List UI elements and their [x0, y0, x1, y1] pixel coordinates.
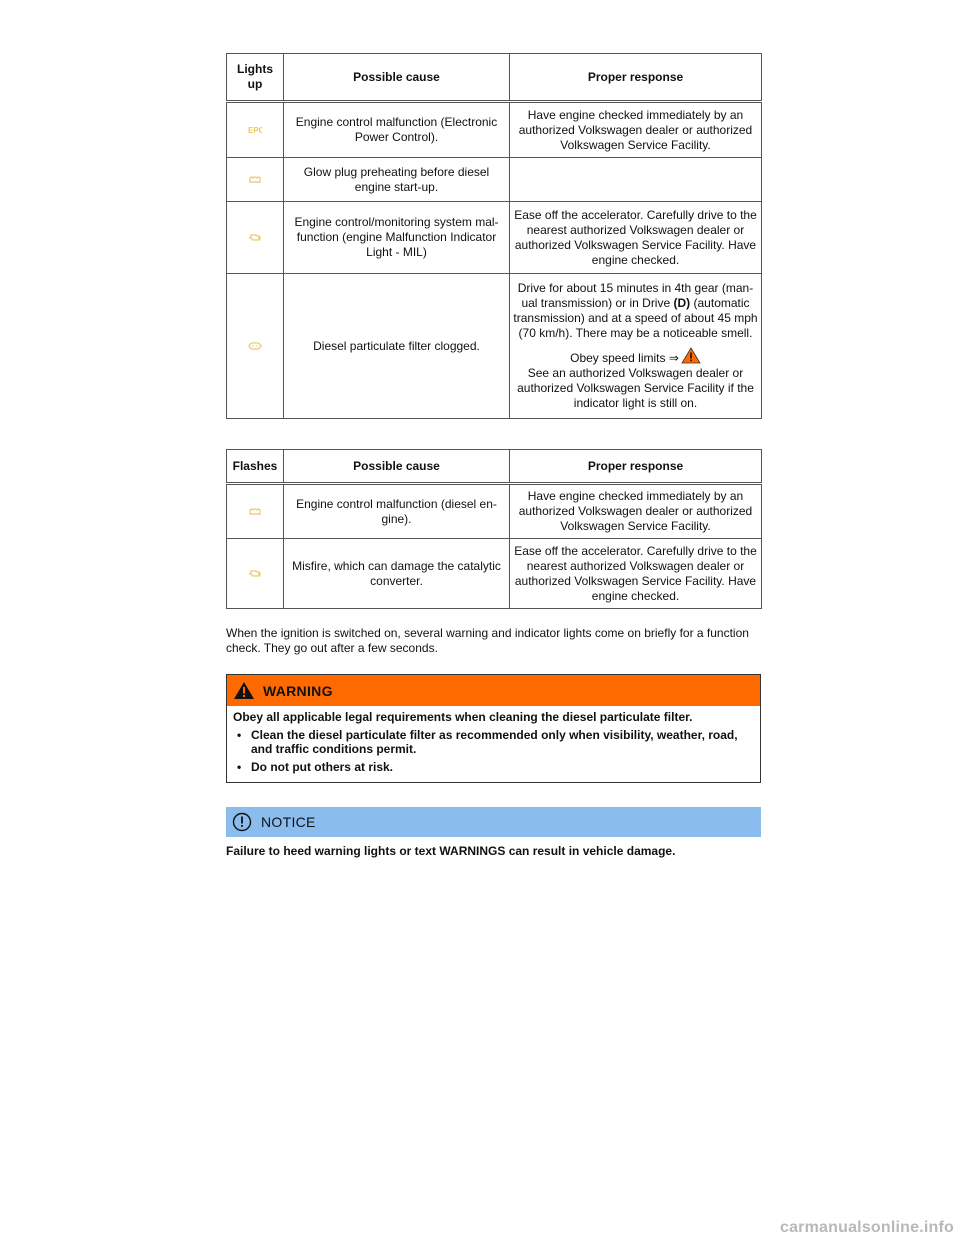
column-header-flashes: Flashes — [226, 449, 284, 485]
table-row: Engine control malfunction (diesel en-gi… — [226, 483, 762, 539]
response-cell: Have engine checked immediately by an au… — [509, 483, 762, 539]
engine-mil-indicator-icon — [249, 570, 261, 577]
warning-header: WARNING — [227, 675, 760, 706]
list-item: Do not put others at risk. — [233, 760, 754, 774]
response-cell: Have engine checked immediately by an au… — [509, 101, 762, 158]
glow-plug-indicator-icon — [249, 176, 261, 183]
icon-cell: EPC — [226, 101, 284, 158]
response-cell — [509, 157, 762, 202]
column-header-possible-cause: Possible cause — [283, 53, 510, 103]
response-cell: Ease off the accelerator. Carefully driv… — [509, 538, 762, 609]
response-cell: Ease off the accelerator. Carefully driv… — [509, 201, 762, 274]
icon-cell — [226, 483, 284, 539]
warning-bullet-list: Clean the diesel particulate filter as r… — [233, 728, 754, 774]
engine-mil-indicator-icon — [249, 234, 261, 241]
response-speed-paragraph: Obey speed limits ⇒See an authorized Vol… — [513, 347, 758, 411]
function-check-note: When the ignition is switched on, severa… — [226, 626, 749, 655]
icon-cell — [226, 538, 284, 609]
table-header-row: Lights up Possible cause Proper response — [226, 53, 762, 103]
notice-header: NOTICE — [226, 807, 761, 837]
warning-triangle-icon — [234, 682, 254, 699]
column-header-lights-up: Lights up — [226, 53, 284, 103]
watermark-text[interactable]: carmanualsonline.info — [779, 1219, 954, 1236]
glow-plug-indicator-icon — [249, 508, 261, 515]
icon-cell — [226, 273, 284, 419]
column-header-possible-cause: Possible cause — [283, 449, 510, 485]
table-row: Engine control/monitoring system mal-fun… — [226, 201, 762, 274]
speed-limits-text: Obey speed limits ⇒ — [570, 351, 679, 365]
flashes-table: Flashes Possible cause Proper response E… — [226, 449, 762, 609]
response-text: Drive for about 15 minutes in 4th gear (… — [517, 281, 754, 310]
lights-up-table: Lights up Possible cause Proper response… — [226, 53, 762, 419]
warning-title: WARNING — [263, 682, 333, 699]
epc-indicator-icon: EPC — [248, 126, 262, 135]
warning-triangle-icon[interactable] — [681, 347, 701, 364]
table-header-row: Flashes Possible cause Proper response — [226, 449, 762, 485]
table-row: Glow plug preheating before diesel engin… — [226, 157, 762, 202]
list-item: Clean the diesel particulate filter as r… — [233, 728, 754, 756]
table-row: Misfire, which can damage the catalytic … — [226, 538, 762, 609]
notice-text: Failure to heed warning lights or text W… — [226, 844, 676, 858]
response-text: See an authorized Volkswagen dealer or a… — [517, 366, 754, 410]
warning-box: WARNING Obey all applicable legal requir… — [226, 674, 761, 783]
table-row: EPC Engine control malfunction (Electron… — [226, 101, 762, 158]
cause-cell: Engine control/monitoring system mal-fun… — [283, 201, 510, 274]
cause-cell: Engine control malfunction (Electronic P… — [283, 101, 510, 158]
column-header-proper-response: Proper response — [509, 449, 762, 485]
response-drive-paragraph: Drive for about 15 minutes in 4th gear (… — [513, 281, 758, 341]
column-header-proper-response: Proper response — [509, 53, 762, 103]
warning-body: Obey all applicable legal requirements w… — [227, 706, 760, 782]
response-text: (automatic transmission) and at a speed … — [513, 296, 758, 340]
diesel-particulate-filter-icon — [248, 342, 262, 351]
warning-intro: Obey all applicable legal requirements w… — [233, 710, 693, 724]
icon-cell — [226, 157, 284, 202]
cause-cell: Diesel particulate filter clogged. — [283, 273, 510, 419]
drive-gear-label: (D) — [673, 296, 691, 310]
notice-title: NOTICE — [261, 814, 316, 830]
svg-text:EPC: EPC — [248, 126, 262, 135]
manual-page: Lights up Possible cause Proper response… — [226, 53, 762, 871]
cause-cell: Engine control malfunction (diesel en-gi… — [283, 483, 510, 539]
cause-cell: Glow plug preheating before diesel engin… — [283, 157, 510, 202]
notice-exclamation-icon — [232, 812, 252, 832]
response-cell: Drive for about 15 minutes in 4th gear (… — [509, 273, 762, 419]
table-row: Diesel particulate filter clogged. Drive… — [226, 273, 762, 419]
cause-cell: Misfire, which can damage the catalytic … — [283, 538, 510, 609]
icon-cell — [226, 201, 284, 274]
